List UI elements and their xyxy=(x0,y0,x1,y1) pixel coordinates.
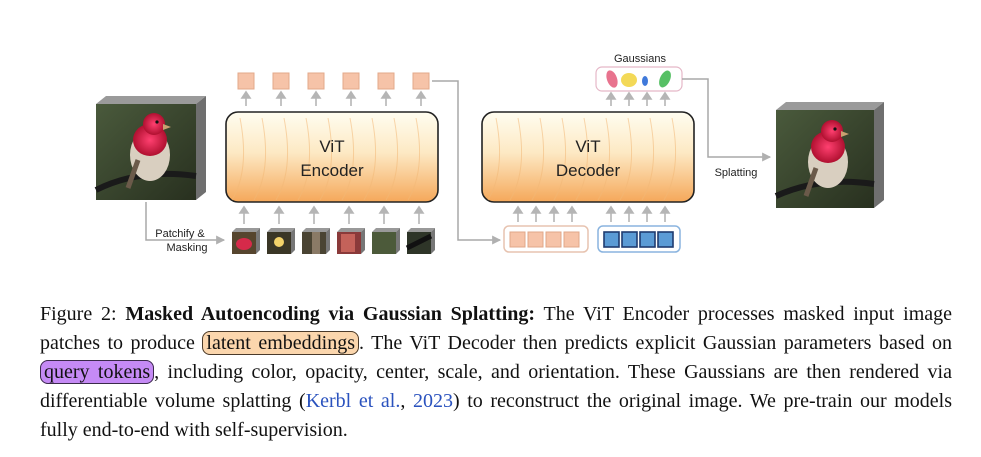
decoder-latent-input-group xyxy=(503,225,589,253)
vit-encoder-block xyxy=(225,111,439,203)
patchify-label-line1: Patchify & xyxy=(155,228,205,240)
latent-token xyxy=(307,72,325,90)
citation-authors-link[interactable]: Kerbl et al. xyxy=(305,390,401,412)
vit-decoder-block xyxy=(481,111,695,203)
splatting-connector xyxy=(682,78,772,162)
pipeline-diagram: Patchify & Masking xyxy=(94,53,884,254)
gaussian-blob xyxy=(621,73,637,87)
caption-text-2: . The ViT Decoder then predicts explicit… xyxy=(359,332,952,354)
figure-caption: Figure 2: Masked Autoencoding via Gaussi… xyxy=(40,300,952,445)
patchify-label-line2: Masking xyxy=(167,242,208,254)
decoder-query-token-group xyxy=(597,225,681,253)
gaussian-blob xyxy=(642,76,648,86)
patch-6 xyxy=(405,228,435,254)
latent-to-decoder-connector xyxy=(432,80,502,245)
latent-token xyxy=(272,72,290,90)
patchify-arrow xyxy=(145,202,226,245)
gaussians-label: Gaussians xyxy=(614,53,666,65)
patch-1 xyxy=(232,228,260,254)
decoder-subtitle: Decoder xyxy=(556,161,621,180)
caption-bold-title: Masked Autoencoding via Gaussian Splatti… xyxy=(125,303,536,325)
citation-year-link[interactable]: 2023 xyxy=(412,390,453,412)
decoder-title: ViT xyxy=(575,137,600,156)
query-tokens-highlight: query tokens xyxy=(40,360,155,384)
encoder-subtitle: Encoder xyxy=(300,161,364,180)
decoder-output-arrows xyxy=(605,91,671,106)
gaussian-blob xyxy=(659,70,671,88)
citation-separator: , xyxy=(400,390,413,412)
latent-token xyxy=(412,72,430,90)
encoder-output-arrows xyxy=(240,90,427,106)
patch-3 xyxy=(302,228,330,254)
decoder-input-arrows xyxy=(512,205,671,222)
patch-2 xyxy=(267,228,295,254)
masked-patches xyxy=(232,228,435,254)
caption-text-4: ) to reconstruct the original image. We … xyxy=(40,390,953,441)
latent-token xyxy=(237,72,255,90)
patch-to-encoder-arrows xyxy=(238,205,425,224)
latent-embeddings-highlight: latent embeddings xyxy=(202,331,359,355)
patch-5 xyxy=(372,228,400,254)
latent-embedding-tokens xyxy=(237,72,430,90)
patch-4 xyxy=(337,228,365,254)
latent-token xyxy=(377,72,395,90)
gaussian-blob xyxy=(606,70,618,88)
splatting-label: Splatting xyxy=(715,167,758,179)
caption-text-1: The ViT Encoder processes masked input i… xyxy=(40,303,953,354)
latent-token xyxy=(342,72,360,90)
input-image xyxy=(94,96,206,200)
reconstructed-image xyxy=(774,102,884,208)
gaussians-set xyxy=(595,66,683,92)
encoder-title: ViT xyxy=(319,137,344,156)
figure-label: Figure 2: xyxy=(40,303,117,325)
caption-text-3: , including color, opacity, center, scal… xyxy=(40,361,952,412)
